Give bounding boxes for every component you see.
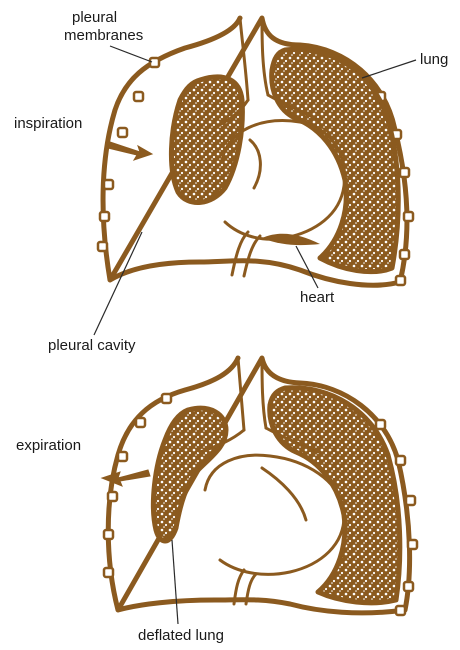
label-pleural-membranes-line2: membranes (64, 27, 143, 44)
heart-base-top (262, 234, 320, 245)
leader-deflated-lung (172, 540, 178, 624)
leader-pleural-membranes (110, 46, 152, 62)
left-lung-deflated (153, 408, 226, 541)
trachea-bottom (238, 358, 266, 430)
label-pleural-cavity: pleural cavity (48, 337, 136, 354)
label-inspiration: inspiration (14, 115, 82, 132)
inspiration-arrow (108, 142, 152, 160)
label-expiration: expiration (16, 437, 81, 454)
leader-lung (362, 60, 416, 78)
expiration-diagram: expiration deflated lung (16, 358, 417, 644)
label-lung: lung (420, 51, 448, 68)
label-deflated-lung: deflated lung (138, 627, 224, 644)
label-heart: heart (300, 289, 335, 306)
leader-heart (296, 246, 318, 288)
heart-inner-bottom (262, 468, 306, 520)
label-pleural-membranes-line1: pleural (72, 9, 117, 26)
inspiration-diagram: pleural membranes lung inspiration heart… (14, 9, 448, 354)
